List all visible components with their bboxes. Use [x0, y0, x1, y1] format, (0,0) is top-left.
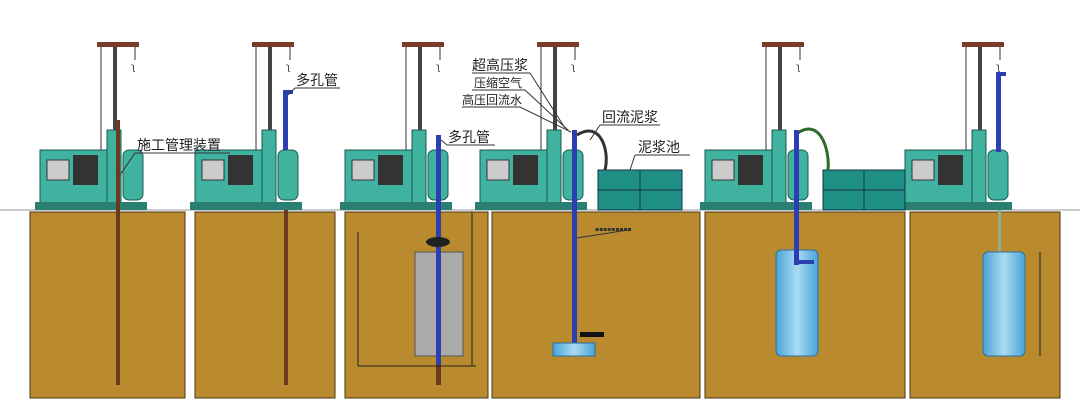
soil-cement-column — [982, 251, 1026, 357]
drilling-rig-3 — [339, 41, 453, 211]
return-hose — [576, 129, 608, 171]
svg-text:▪▪▪▪▪▪▪▪▪: ▪▪▪▪▪▪▪▪▪ — [595, 226, 632, 233]
drill-rod — [116, 120, 120, 385]
label-compressed-air: 压缩空气 — [474, 75, 522, 90]
soil-panel-4 — [491, 211, 701, 399]
drill-rod — [284, 210, 288, 385]
label-ultra-high-pressure-slurry: 超高压浆 — [472, 57, 528, 74]
jet-pipe — [572, 130, 577, 355]
drilling-rig-1 — [34, 41, 148, 211]
label-return-slurry: 回流泥浆 — [602, 110, 658, 126]
multi-hole-pipe — [996, 72, 1001, 152]
soil-cement-column — [775, 249, 819, 357]
soil-panel-1 — [29, 211, 186, 399]
label-slurry-tank: 泥浆池 — [638, 140, 680, 156]
multi-hole-pipe — [283, 90, 288, 150]
soil-panel-2 — [194, 211, 336, 399]
drilling-rig-6 — [899, 41, 1013, 211]
label-control-device: 施工管理装置 — [137, 138, 221, 154]
multi-hole-pipe — [436, 135, 441, 365]
label-high-pressure-return-water: 高压回流水 — [462, 92, 522, 107]
jet-nozzle — [552, 342, 596, 357]
label-multi-hole-pipe-1: 多孔管 — [296, 72, 338, 89]
soil-panels — [29, 211, 1061, 399]
label-multi-hole-pipe-2: 多孔管 — [448, 129, 490, 146]
